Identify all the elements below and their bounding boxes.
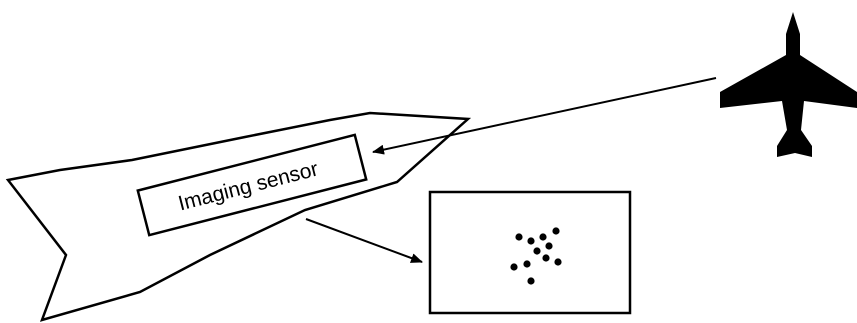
image-output-arrow bbox=[305, 218, 423, 263]
target-dot bbox=[533, 247, 541, 255]
line-of-sight-arrow bbox=[372, 77, 717, 155]
target-dot bbox=[515, 233, 523, 241]
target-dot bbox=[545, 242, 553, 250]
target-dot bbox=[527, 237, 535, 245]
target-dot bbox=[552, 227, 560, 235]
airplane-icon bbox=[720, 12, 857, 157]
target-dot bbox=[539, 233, 547, 241]
target-dot-cluster bbox=[510, 227, 562, 285]
target-dot bbox=[523, 260, 531, 268]
missile-icon bbox=[5, 111, 472, 322]
imaging-sensor-box bbox=[136, 133, 368, 237]
target-dot bbox=[542, 254, 550, 262]
target-dot bbox=[510, 263, 518, 271]
target-dot bbox=[527, 277, 535, 285]
target-dot bbox=[554, 258, 562, 266]
sensor-image-frame bbox=[428, 190, 632, 315]
